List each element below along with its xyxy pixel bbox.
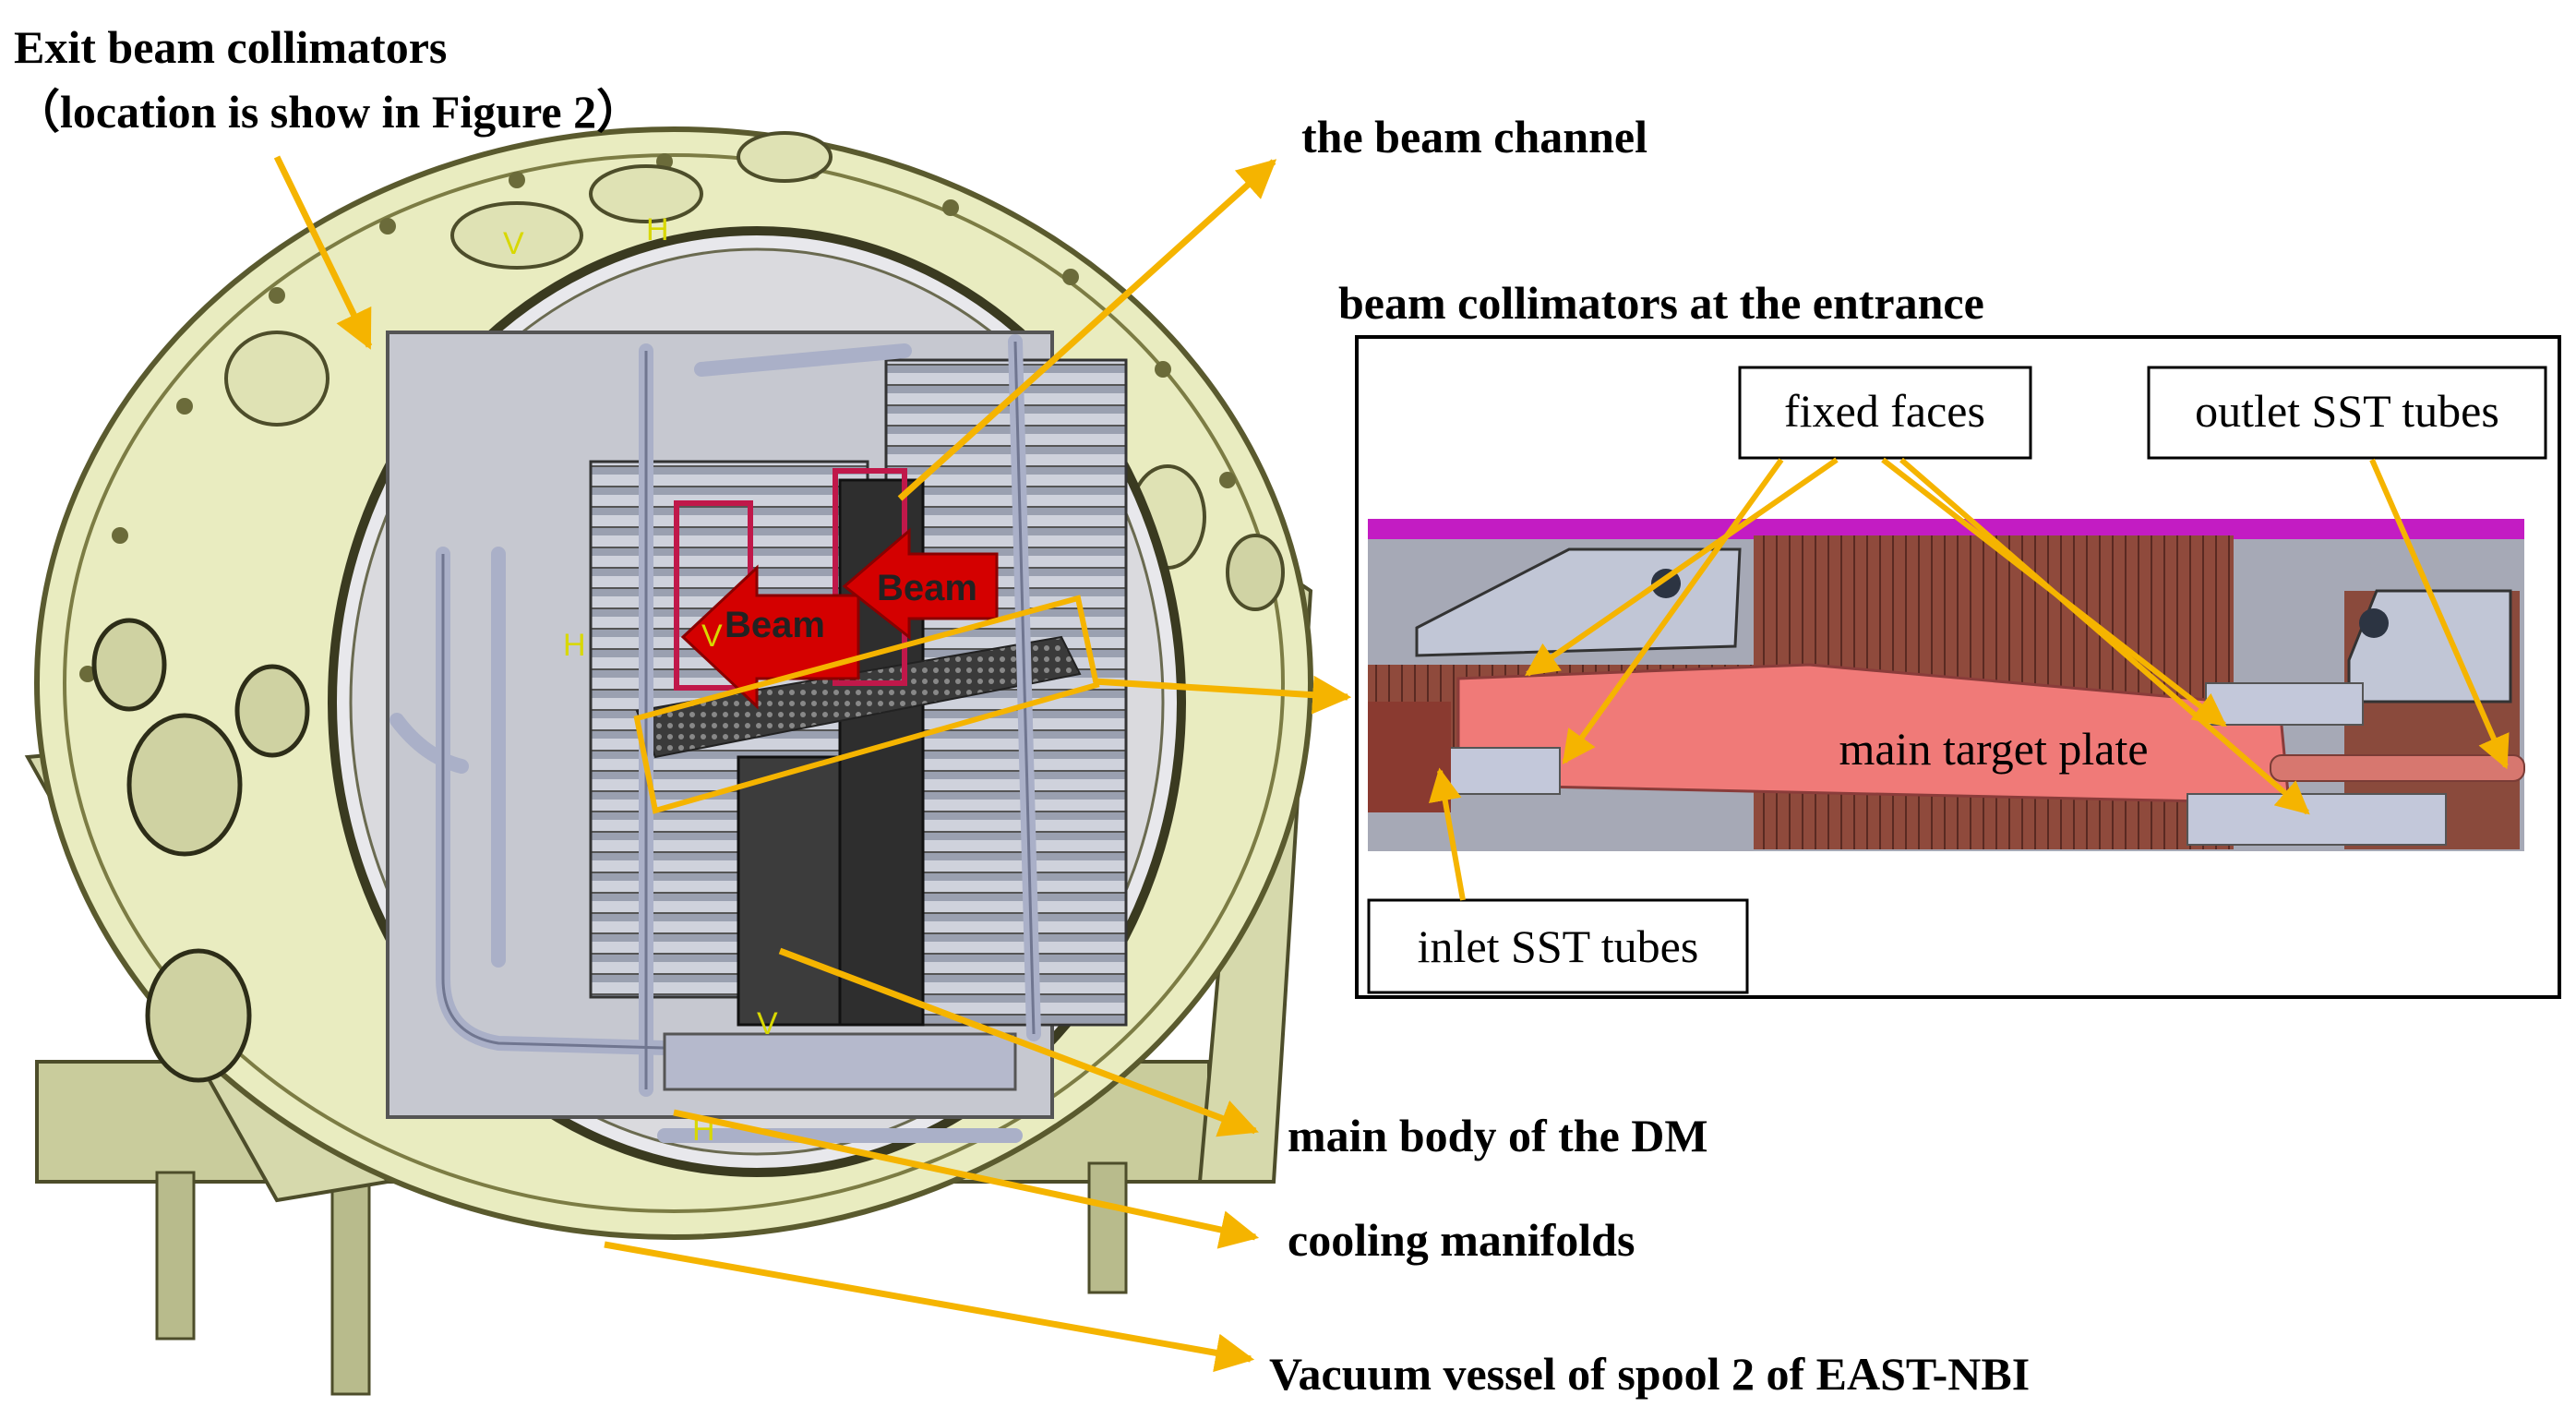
fixed-faces-label: fixed faces	[1784, 385, 1985, 437]
vessel-leg	[155, 1171, 196, 1341]
inset-panel: fixed faces outlet SST tubes main target…	[1355, 335, 2561, 999]
entrance-collimator-highlight	[633, 595, 1100, 814]
inset-fixed-face	[2205, 682, 2364, 726]
beam-label: Beam	[877, 568, 977, 608]
top-port	[589, 164, 703, 223]
exit-collimators-label: Exit beam collimators	[14, 21, 447, 73]
vacuum-vessel-label: Vacuum vessel of spool 2 of EAST-NBI	[1269, 1348, 2030, 1400]
svg-text:H: H	[646, 212, 669, 247]
inset-top-strip	[1368, 519, 2524, 539]
side-flange	[234, 664, 310, 758]
inset-outlet-tube	[2270, 754, 2525, 782]
main-target-plate-label-bg	[1794, 710, 2193, 786]
inset-fixed-face	[1448, 747, 1561, 795]
top-port	[737, 131, 833, 183]
svg-text:V: V	[701, 619, 723, 654]
svg-text:V: V	[757, 1006, 778, 1041]
svg-text:H: H	[563, 628, 586, 663]
vessel-bolt-ring	[79, 153, 1236, 682]
side-flange	[145, 948, 252, 1083]
cooling-manifolds-label: cooling manifolds	[1288, 1214, 1635, 1266]
beam-arrow-right: Beam	[842, 527, 999, 641]
outlet-tubes-box	[2147, 366, 2547, 460]
inset-fixed-face	[2187, 793, 2447, 846]
beam-channel-label: the beam channel	[1301, 111, 1647, 162]
main-body-label: main body of the DM	[1288, 1110, 1708, 1161]
side-port	[224, 331, 329, 427]
inset-bolt	[2359, 608, 2389, 638]
inset-callout-arrows	[1428, 457, 2510, 901]
inlet-tubes-box	[1367, 898, 1749, 994]
top-port	[450, 201, 583, 270]
inset-inlet-tube-bundle	[1368, 702, 1451, 812]
exit-collimators-sublabel: （location is show in Figure 2）	[14, 86, 642, 138]
svg-text:V: V	[503, 226, 524, 261]
inset-steel-block-right	[2347, 589, 2512, 703]
beam-label: Beam	[725, 605, 825, 645]
side-port	[1226, 534, 1285, 611]
side-flange	[91, 618, 167, 712]
inlet-tubes-label: inlet SST tubes	[1418, 920, 1699, 972]
vessel-shell-rim	[63, 153, 1285, 1213]
entrance-collimators-label: beam collimators at the entrance	[1338, 277, 1984, 329]
vessel-leg	[330, 1180, 371, 1396]
cooling-manifold-bottom	[663, 1032, 1017, 1091]
main-labels: Exit beam collimators （location is show …	[14, 21, 2030, 1400]
cooling-pipe-outlines	[441, 341, 1036, 1089]
vacuum-vessel-drawing: Beam Beam V H V H V H	[24, 126, 1313, 1396]
main-callout-arrows	[273, 155, 1352, 1373]
outlet-tubes-label: outlet SST tubes	[2195, 385, 2499, 437]
main-target-plate-label: main target plate	[1839, 723, 2148, 775]
dm-main-body-plate	[737, 755, 851, 1027]
vessel-leg	[1087, 1161, 1128, 1294]
side-flange	[126, 713, 243, 857]
fixed-faces-box	[1738, 366, 2032, 460]
